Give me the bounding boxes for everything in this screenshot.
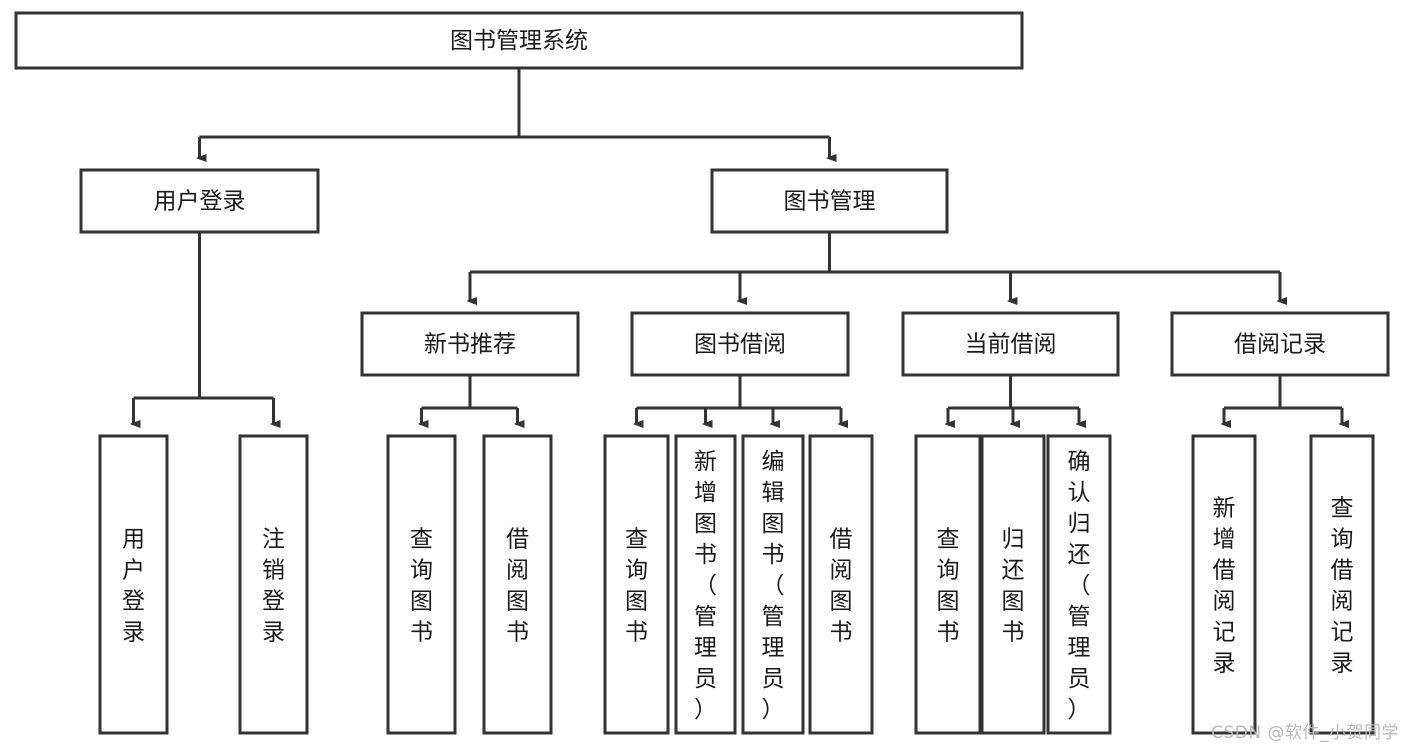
node-box [238,434,309,735]
node-label: 当前借阅 [965,332,1057,358]
node-label: 图书借阅 [694,332,786,358]
node-label: 新书推荐 [424,332,516,358]
node-leaf-user-login[interactable]: 用户登录 [98,434,169,735]
node-box [741,434,805,735]
node-label: 查询图书 [410,527,433,646]
node-box [901,311,1120,377]
node-label: 借阅图书 [506,527,529,646]
node-box [980,434,1046,735]
node-box [710,168,949,234]
node-box [1191,434,1257,735]
csdn-watermark: CSDN @软件_小贺同学 [1211,723,1399,743]
node-leaf-borrow-book-1[interactable]: 借阅图书 [482,434,553,735]
node-label: 图书管理系统 [450,28,588,54]
node-user-login[interactable]: 用户登录 [79,168,320,234]
node-box [14,11,1024,70]
node-label: 新增借阅记录 [1213,496,1236,677]
node-box [914,434,982,735]
node-borrow-record[interactable]: 借阅记录 [1170,311,1390,377]
node-leaf-query-book-3[interactable]: 查询图书 [914,434,982,735]
node-leaf-confirm-return[interactable]: 确认归还（管理员） [1046,434,1112,735]
node-label: 查询图书 [937,527,960,646]
nodes-layer: 图书管理系统用户登录图书管理新书推荐图书借阅当前借阅借阅记录用户登录注销登录查询… [14,11,1390,735]
node-label: 查询图书 [625,527,648,646]
node-root[interactable]: 图书管理系统 [14,11,1024,70]
node-box [386,434,457,735]
node-box [360,311,580,377]
node-label: 确认归还（管理员） [1068,449,1091,723]
node-leaf-return-book[interactable]: 归还图书 [980,434,1046,735]
node-leaf-query-book-1[interactable]: 查询图书 [386,434,457,735]
node-box [808,434,874,735]
node-label: 注销登录 [262,527,285,646]
node-label: 新增图书（管理员） [694,449,717,723]
node-leaf-borrow-book-2[interactable]: 借阅图书 [808,434,874,735]
node-box [630,311,850,377]
node-leaf-edit-book[interactable]: 编辑图书（管理员） [741,434,805,735]
node-book-manage[interactable]: 图书管理 [710,168,949,234]
node-label: 用户登录 [154,189,246,215]
node-box [482,434,553,735]
node-label: 用户登录 [122,527,145,646]
node-current-borrow[interactable]: 当前借阅 [901,311,1120,377]
node-label: 编辑图书（管理员） [762,449,785,723]
node-leaf-add-book[interactable]: 新增图书（管理员） [674,434,737,735]
node-box [1309,434,1375,735]
node-label: 查询借阅记录 [1331,496,1354,677]
node-label: 借阅图书 [830,527,853,646]
node-box [79,168,320,234]
node-label: 归还图书 [1002,527,1025,646]
node-new-book-rec[interactable]: 新书推荐 [360,311,580,377]
node-label: 图书管理 [784,189,876,215]
edges-layer [134,68,1343,424]
node-box [98,434,169,735]
node-leaf-logout[interactable]: 注销登录 [238,434,309,735]
node-box [1170,311,1390,377]
node-label: 借阅记录 [1234,332,1326,358]
node-box [1046,434,1112,735]
node-book-borrow[interactable]: 图书借阅 [630,311,850,377]
node-box [603,434,670,735]
node-box [674,434,737,735]
node-leaf-query-record[interactable]: 查询借阅记录 [1309,434,1375,735]
node-leaf-add-record[interactable]: 新增借阅记录 [1191,434,1257,735]
node-leaf-query-book-2[interactable]: 查询图书 [603,434,670,735]
